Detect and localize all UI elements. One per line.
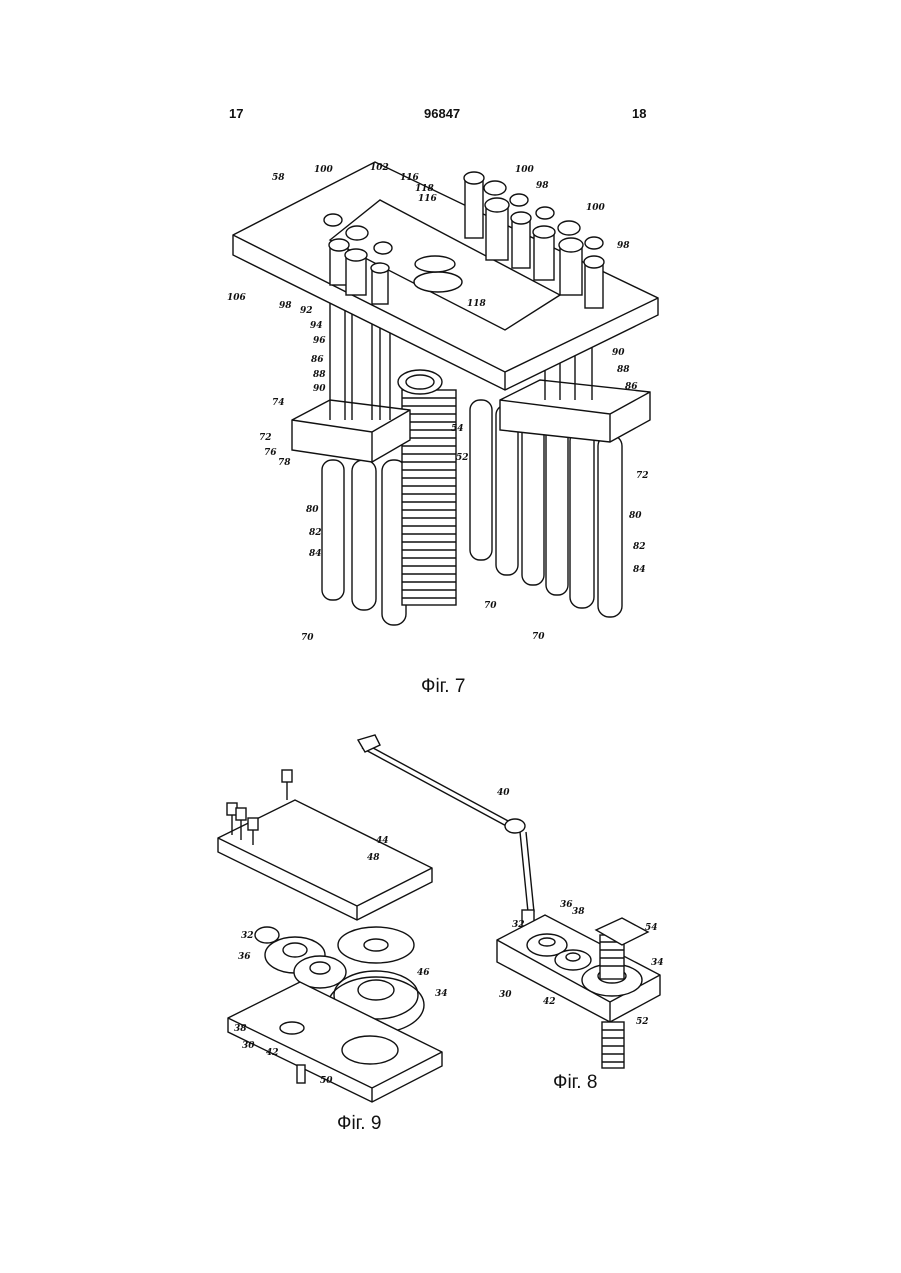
figure-7-caption: Фіг. 7: [421, 676, 465, 698]
fig8-label-32: 32: [512, 920, 525, 930]
fig7-label-100: 100: [586, 203, 606, 213]
fig7-label-92: 92: [300, 306, 313, 316]
fig7-label-100: 100: [314, 165, 334, 175]
fig8-label-30: 30: [499, 990, 512, 1000]
fig9-label-38: 38: [234, 1024, 247, 1034]
fig7-label-70: 70: [301, 633, 314, 643]
fig7-label-94: 94: [310, 321, 323, 331]
fig7-label-90: 90: [313, 384, 326, 394]
figure-9-caption: Фіг. 9: [337, 1113, 381, 1135]
fig9-label-48: 48: [367, 853, 380, 863]
figure-9-drawing: 44 48 32 36 46 34 38 30 42 50: [218, 770, 448, 1102]
fig7-label-78: 78: [278, 458, 291, 468]
fig7-label-116: 116: [400, 173, 420, 183]
fig7-label-82: 82: [633, 542, 646, 552]
lead-screw: [398, 370, 456, 605]
fig7-label-86: 86: [311, 355, 324, 365]
fig9-label-30: 30: [242, 1041, 255, 1051]
figure-8-caption: Фіг. 8: [553, 1072, 597, 1094]
fig7-label-102: 102: [370, 163, 389, 173]
fig8-label-52: 52: [636, 1017, 649, 1027]
fig8-label-42: 42: [543, 997, 556, 1007]
fig9-label-46: 46: [417, 968, 430, 978]
fig8-label-34: 34: [651, 958, 664, 968]
fig7-label-90: 90: [612, 348, 625, 358]
fig7-label-58: 58: [272, 173, 285, 183]
fig9-label-50: 50: [320, 1076, 333, 1086]
fig7-label-98: 98: [279, 301, 292, 311]
fig7-label-88: 88: [313, 370, 326, 380]
fig9-label-44: 44: [376, 836, 389, 846]
fig7-label-96: 96: [313, 336, 326, 346]
fig7-label-118: 118: [415, 184, 435, 194]
fig7-label-84: 84: [309, 549, 322, 559]
fig7-label-70: 70: [532, 632, 545, 642]
fig9-label-36: 36: [238, 952, 251, 962]
fig7-label-84: 84: [633, 565, 646, 575]
fig8-label-40: 40: [497, 788, 510, 798]
left-block: [292, 400, 410, 462]
fig7-label-74: 74: [272, 398, 285, 408]
fig7-label-76: 76: [264, 448, 277, 458]
figure-7-drawing: 5810010211611811610098100981069892949611…: [227, 162, 658, 643]
fig7-label-72: 72: [636, 471, 649, 481]
fig7-label-98: 98: [536, 181, 549, 191]
fig7-label-70: 70: [484, 601, 497, 611]
fig8-label-38: 38: [572, 907, 585, 917]
fig7-label-98: 98: [617, 241, 630, 251]
fig7-label-118: 118: [467, 299, 487, 309]
fig7-label-80: 80: [629, 511, 642, 521]
fig7-label-72: 72: [259, 433, 272, 443]
fig9-label-42: 42: [266, 1048, 279, 1058]
fig7-label-54: 54: [451, 424, 464, 434]
fig7-label-100: 100: [515, 165, 535, 175]
fig7-label-82: 82: [309, 528, 322, 538]
fig7-label-86: 86: [625, 382, 638, 392]
fig9-label-32: 32: [241, 931, 254, 941]
fig7-label-88: 88: [617, 365, 630, 375]
fig7-label-106: 106: [227, 293, 247, 303]
fig7-label-116: 116: [418, 194, 438, 204]
fig8-label-54: 54: [645, 923, 658, 933]
left-tube-group: [322, 460, 406, 625]
fig7-label-80: 80: [306, 505, 319, 515]
fig9-label-34: 34: [435, 989, 448, 999]
fig7-label-52: 52: [456, 453, 469, 463]
